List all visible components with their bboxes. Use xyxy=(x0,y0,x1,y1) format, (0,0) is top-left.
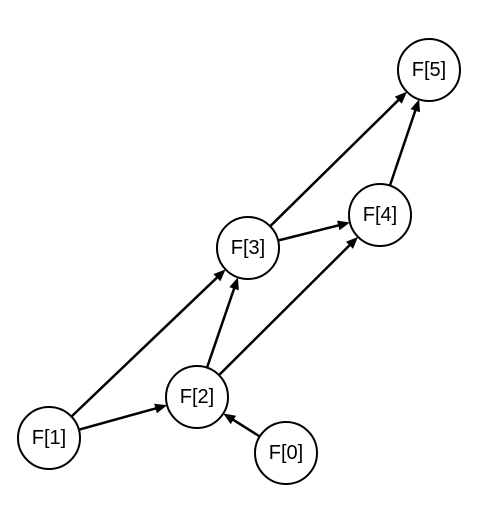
edge-line xyxy=(205,286,236,369)
edge-f2-to-f3 xyxy=(205,277,239,369)
node-f1-label: F[1] xyxy=(32,427,66,449)
edge-line xyxy=(78,406,158,431)
edge-line xyxy=(231,417,261,438)
node-f2-label: F[2] xyxy=(180,386,214,408)
node-f4-label: F[4] xyxy=(363,204,397,226)
edge-line xyxy=(218,243,352,376)
edge-f3-to-f5 xyxy=(269,91,407,228)
edge-f2-to-f4 xyxy=(218,236,358,376)
nodes-layer: F[0] F[1] F[2] F[3] F[4] F[5] xyxy=(17,38,461,485)
edge-line xyxy=(70,275,220,418)
node-f5: F[5] xyxy=(397,38,461,102)
edge-line xyxy=(388,108,418,187)
edge-f1-to-f3 xyxy=(70,269,226,418)
arrowhead-icon xyxy=(346,236,358,249)
arrowhead-icon xyxy=(213,269,226,282)
arrowhead-icon xyxy=(337,220,350,231)
node-f3: F[3] xyxy=(216,216,280,280)
node-f4: F[4] xyxy=(348,183,412,247)
arrowhead-icon xyxy=(410,99,420,113)
arrowhead-icon xyxy=(394,91,407,104)
arrowhead-icon xyxy=(154,403,168,414)
arrowhead-icon xyxy=(223,413,237,425)
edge-f0-to-f2 xyxy=(223,413,261,438)
node-f2: F[2] xyxy=(165,365,229,429)
edge-f3-to-f4 xyxy=(277,220,350,242)
edge-f1-to-f2 xyxy=(78,403,168,431)
node-f0-label: F[0] xyxy=(269,442,303,464)
edge-line xyxy=(269,97,401,228)
node-f1: F[1] xyxy=(17,406,81,470)
node-f0: F[0] xyxy=(254,421,318,485)
node-f3-label: F[3] xyxy=(231,237,265,259)
arrowhead-icon xyxy=(229,277,239,291)
edge-f4-to-f5 xyxy=(388,99,420,187)
edges-layer xyxy=(70,91,420,438)
node-f5-label: F[5] xyxy=(412,59,446,81)
edge-line xyxy=(277,223,341,242)
